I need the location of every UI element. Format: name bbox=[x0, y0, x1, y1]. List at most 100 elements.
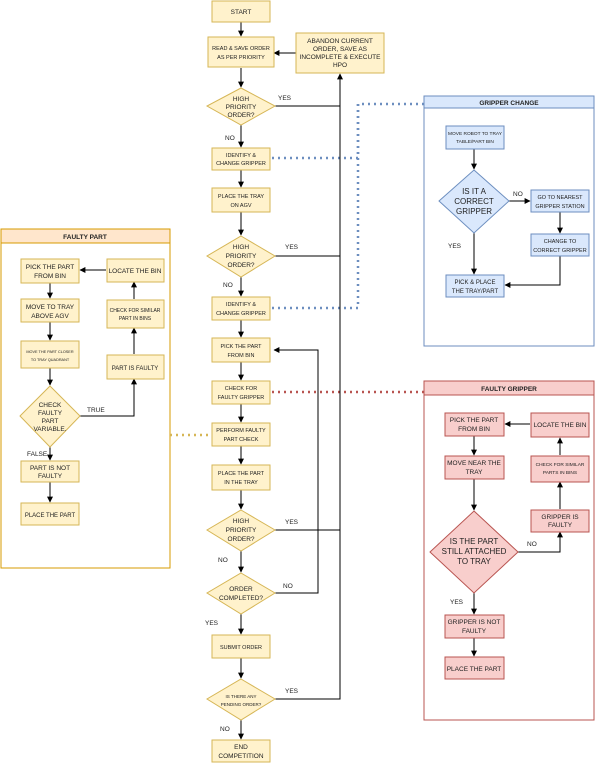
fg-move-near-node bbox=[444, 455, 505, 480]
fp-part-is-faulty-node bbox=[106, 354, 165, 380]
change-label-a: CHANGE TO bbox=[544, 239, 577, 245]
hpo-3-label-b: PRIORITY bbox=[226, 527, 257, 534]
order-completed-label-a: ORDER bbox=[229, 586, 253, 593]
move-robot-node bbox=[445, 125, 505, 150]
end-label-a: END bbox=[234, 744, 248, 751]
pick-place-tray-part-node bbox=[445, 274, 505, 298]
gripper-change-edges bbox=[471, 149, 563, 288]
fp-not-faulty-label-a: PART IS NOT bbox=[30, 465, 70, 472]
fp-true-label: TRUE bbox=[87, 407, 105, 414]
fg-locate-label: LOCATE THE BIN bbox=[534, 422, 587, 429]
fg-part-attached-decision bbox=[429, 510, 519, 594]
perform-faulty-part-check-node bbox=[211, 422, 271, 447]
perform-check-label-a: PERFORM FAULTY bbox=[216, 428, 266, 434]
pick-part-label-a: PICK THE PART bbox=[221, 344, 263, 350]
high-priority-decision-1 bbox=[205, 87, 277, 126]
fg-check-similar-label-b: PARTS IN BINS bbox=[543, 470, 577, 476]
place-part-tray-label-b: IN THE TRAY bbox=[224, 480, 258, 486]
read-save-label-2: AS PER PRIORITY bbox=[217, 55, 265, 61]
pending-label-b: PENDING ORDER? bbox=[221, 702, 262, 707]
fp-check-var-label-b: FAULTY bbox=[38, 410, 63, 417]
change-label-b: CORRECT GRIPPER bbox=[533, 248, 586, 254]
abandon-label-1: ABANDON CURRENT bbox=[307, 38, 373, 45]
hpo-3-label-a: HIGH bbox=[233, 518, 250, 525]
fg-not-faulty-label-b: FAULTY bbox=[462, 628, 487, 635]
start-label: START bbox=[231, 9, 252, 16]
pick-part-from-bin-node bbox=[211, 337, 271, 363]
fg-check-similar-node bbox=[530, 455, 590, 483]
place-part-in-tray-node bbox=[211, 464, 271, 491]
fp-pick-part-node bbox=[20, 258, 80, 284]
correct-label-b: CORRECT bbox=[454, 197, 494, 206]
fg-no-label: NO bbox=[527, 541, 537, 548]
fg-attached-label-c: TO TRAY bbox=[457, 557, 491, 566]
no-label-4: NO bbox=[283, 583, 293, 590]
yes-label-1: YES bbox=[278, 95, 292, 102]
fg-place-part-node bbox=[444, 656, 505, 680]
read-save-order-node bbox=[207, 36, 275, 68]
hpo-2-label-c: ORDER? bbox=[227, 262, 254, 269]
fp-place-label: PLACE THE PART bbox=[25, 513, 76, 519]
faulty-gripper-header bbox=[423, 380, 595, 396]
end-competition-node bbox=[211, 739, 271, 763]
no-label-5: NO bbox=[220, 726, 230, 733]
fp-check-similar-label-b: PART IN BINS bbox=[119, 316, 152, 322]
abandon-label-2: ORDER, SAVE AS bbox=[313, 46, 368, 53]
identify-1-label-a: IDENTIFY & bbox=[226, 153, 256, 159]
end-label-b: COMPETITION bbox=[218, 753, 263, 760]
fp-check-similar-label-a: CHECK FOR SIMILAR bbox=[110, 308, 161, 314]
abandon-order-node bbox=[295, 32, 385, 74]
hpo-2-label-a: HIGH bbox=[233, 244, 250, 251]
hpo-1-label-a: HIGH bbox=[233, 96, 250, 103]
fg-gripper-faulty-label-b: FAULTY bbox=[548, 522, 573, 529]
identify-1-label-b: CHANGE GRIPPER bbox=[216, 161, 266, 167]
fp-locate-label: LOCATE THE BIN bbox=[109, 268, 162, 275]
fp-move-closer-node bbox=[20, 340, 80, 369]
yes-label-2: YES bbox=[285, 244, 299, 251]
hpo-2-label-b: PRIORITY bbox=[226, 253, 257, 260]
yes-label-3: YES bbox=[285, 519, 299, 526]
fg-attached-label-b: STILL ATTACHED bbox=[442, 547, 507, 556]
pick-place-label-a: PICK & PLACE bbox=[454, 280, 495, 286]
fp-check-similar-node bbox=[106, 299, 165, 329]
fp-part-not-faulty-node bbox=[20, 460, 80, 483]
order-completed-label-b: COMPLETED? bbox=[219, 595, 263, 602]
high-priority-decision-2 bbox=[206, 235, 276, 278]
move-robot-label-a: MOVE ROBOT TO TRAY bbox=[448, 131, 503, 137]
fp-check-var-label-c: PART bbox=[42, 418, 59, 425]
check-faulty-label-b: FAULTY GRIPPER bbox=[218, 395, 265, 401]
go-station-label-a: GO TO NEAREST bbox=[537, 195, 583, 201]
check-faulty-label-a: CHECK FOR bbox=[225, 386, 257, 392]
faulty-part-title: FAULTY PART bbox=[63, 234, 107, 241]
fp-false-label: FALSE bbox=[27, 451, 48, 458]
start-node bbox=[211, 0, 271, 23]
no-label-3: NO bbox=[218, 557, 228, 564]
fg-check-similar-label-a: CHECK FOR SIMILAR bbox=[536, 462, 585, 468]
main-flow-edges bbox=[238, 22, 343, 740]
perform-check-label-b: PART CHECK bbox=[224, 437, 259, 443]
submit-order-label: SUBMIT ORDER bbox=[220, 645, 262, 651]
place-tray-agv-label-a: PLACE THE TRAY bbox=[218, 194, 264, 200]
fp-not-faulty-label-b: FAULTY bbox=[38, 473, 63, 480]
no-label-2: NO bbox=[223, 282, 233, 289]
identify-change-gripper-node-1 bbox=[211, 147, 271, 171]
correct-gripper-decision bbox=[438, 169, 510, 234]
fg-yes-label: YES bbox=[450, 599, 464, 606]
fp-move-tray-label-a: MOVE TO TRAY bbox=[26, 304, 75, 311]
hpo-3-label-c: ORDER? bbox=[227, 536, 254, 543]
abandon-label-3: INCOMPLETE & EXECUTE bbox=[300, 54, 382, 61]
faulty-gripper-edges bbox=[471, 421, 563, 657]
gc-no-label: NO bbox=[513, 191, 523, 198]
place-part-tray-label-a: PLACE THE PART bbox=[218, 471, 265, 477]
correct-label-c: GRIPPER bbox=[456, 207, 492, 216]
fg-move-near-label-a: MOVE NEAR THE bbox=[447, 460, 501, 467]
gripper-change-title: GRIPPER CHANGE bbox=[479, 100, 539, 107]
fg-locate-bin-node bbox=[530, 412, 590, 438]
fp-check-var-label-a: CHECK bbox=[39, 402, 62, 409]
high-priority-decision-3 bbox=[206, 509, 276, 552]
go-nearest-station-node bbox=[530, 189, 590, 213]
hpo-1-label-c: ORDER? bbox=[227, 112, 254, 119]
fp-pick-label-a: PICK THE PART bbox=[26, 264, 74, 271]
identify-2-label-b: CHANGE GRIPPER bbox=[216, 311, 266, 317]
order-completed-decision bbox=[206, 572, 276, 615]
